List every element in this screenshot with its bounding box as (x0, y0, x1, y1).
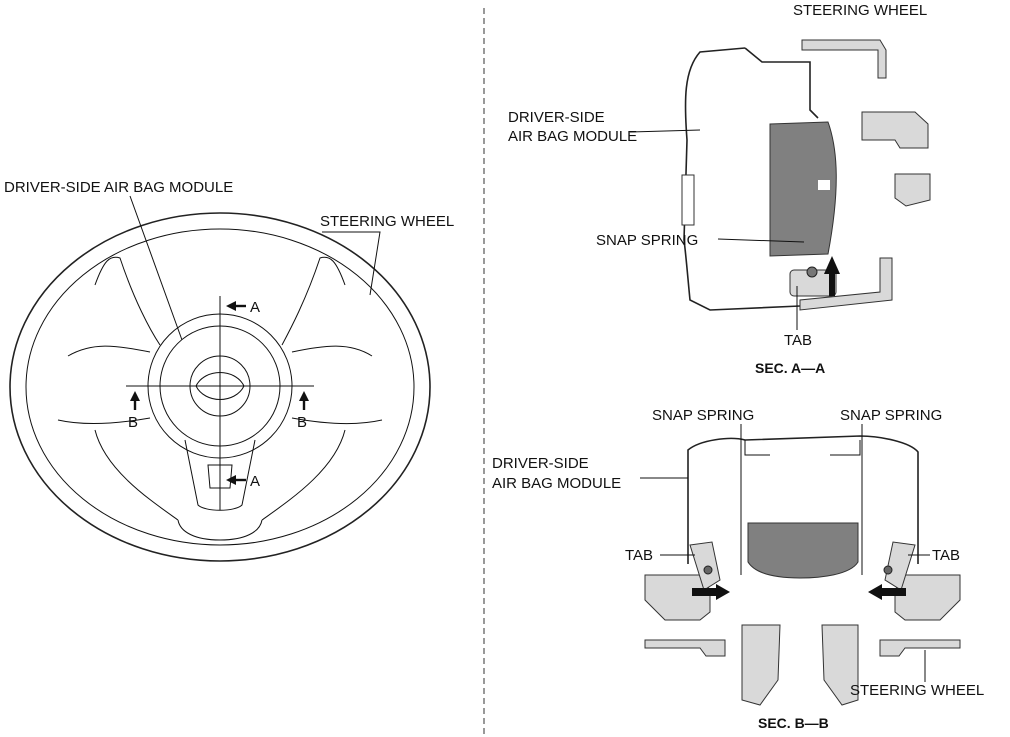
wheel-rim-outer (9, 212, 431, 562)
label-driver-side-airbag: DRIVER-SIDE AIR BAG MODULE (4, 179, 233, 196)
bb-tab-left (689, 541, 721, 591)
aa-inflator (769, 121, 837, 257)
bb-label-airbag-line2: AIR BAG MODULE (492, 475, 621, 492)
bb-airbag-cover (687, 435, 919, 564)
section-aa-drawing (629, 39, 931, 330)
steering-wheel-front-view (9, 195, 431, 562)
spoke-right-top (291, 345, 373, 357)
spoke-left-bottom (94, 429, 179, 521)
aa-wheel-boss-lower (894, 173, 931, 207)
spoke-bottom-pad (177, 519, 263, 541)
bb-hub-right (821, 624, 859, 706)
bb-wheel-lower-left (644, 639, 726, 657)
aa-airbag-cover (683, 47, 801, 311)
section-bb-drawing (640, 424, 961, 706)
bb-label-snap-spring-left: SNAP SPRING (652, 407, 754, 424)
aa-title: SEC. A—A (755, 360, 825, 376)
aa-wheel-top (801, 39, 887, 79)
bb-wheel-boss-right (894, 574, 961, 621)
arrow-b-left-icon (130, 391, 140, 401)
bb-label-tab-right: TAB (932, 547, 960, 564)
leader-airbag (129, 195, 183, 341)
label-steering-wheel: STEERING WHEEL (320, 213, 454, 230)
bb-title: SEC. B—B (758, 715, 829, 731)
wheel-rim-inner (25, 228, 415, 546)
spoke-left-upper (94, 256, 161, 346)
aa-leader-airbag (629, 129, 701, 133)
spoke-bottom-inner (184, 439, 256, 511)
spoke-right-lower (291, 417, 383, 424)
bb-snap-pin-right (883, 565, 893, 575)
bb-arrow-right-shaft (692, 588, 716, 596)
marker-a-bottom: A (250, 473, 260, 490)
bb-hub-left (741, 624, 781, 706)
bb-inflator (747, 522, 859, 579)
aa-label-tab: TAB (784, 332, 812, 349)
aa-arrow-up-shaft (829, 274, 835, 296)
aa-label-snap-spring: SNAP SPRING (596, 232, 698, 249)
arrow-a-bottom-icon (226, 475, 236, 485)
spoke-right-bottom (261, 429, 346, 521)
aa-inflator-notch (818, 180, 830, 190)
center-pad-lower (207, 464, 233, 489)
bb-label-snap-spring-right: SNAP SPRING (840, 407, 942, 424)
leader-wheel (322, 231, 381, 296)
aa-snap-spring-pin (806, 266, 818, 278)
aa-arrow-up-icon (824, 256, 840, 274)
marker-a-top: A (250, 299, 260, 316)
bb-label-airbag-line1: DRIVER-SIDE (492, 455, 589, 472)
arrow-a-top-icon (226, 301, 236, 311)
bb-wheel-boss-left (644, 574, 711, 621)
aa-leader-snap (717, 238, 805, 243)
aa-cover-clip (681, 174, 695, 226)
marker-b-left: B (128, 414, 138, 431)
marker-b-right: B (297, 414, 307, 431)
bb-tab-right (884, 541, 916, 591)
aa-wheel-boss-upper (861, 111, 929, 149)
bb-wheel-lower-right (879, 639, 961, 657)
aa-label-airbag-line2: AIR BAG MODULE (508, 128, 637, 145)
aa-cover-top (744, 47, 819, 119)
bb-cover-ribs (744, 440, 861, 456)
aa-wheel-bottom (799, 257, 893, 311)
bb-label-steering-wheel: STEERING WHEEL (850, 682, 984, 699)
bb-arrow-right-icon (716, 584, 730, 600)
spoke-right-upper (281, 256, 346, 346)
aa-label-steering-wheel: STEERING WHEEL (793, 2, 927, 19)
bb-arrow-left-icon (868, 584, 882, 600)
bb-arrow-left-shaft (882, 588, 906, 596)
spoke-left-lower (57, 417, 151, 424)
spoke-left-top (67, 345, 151, 357)
bb-snap-pin-left (703, 565, 713, 575)
arrow-b-right-icon (299, 391, 309, 401)
bb-label-tab-left: TAB (625, 547, 653, 564)
aa-label-airbag-line1: DRIVER-SIDE (508, 109, 605, 126)
